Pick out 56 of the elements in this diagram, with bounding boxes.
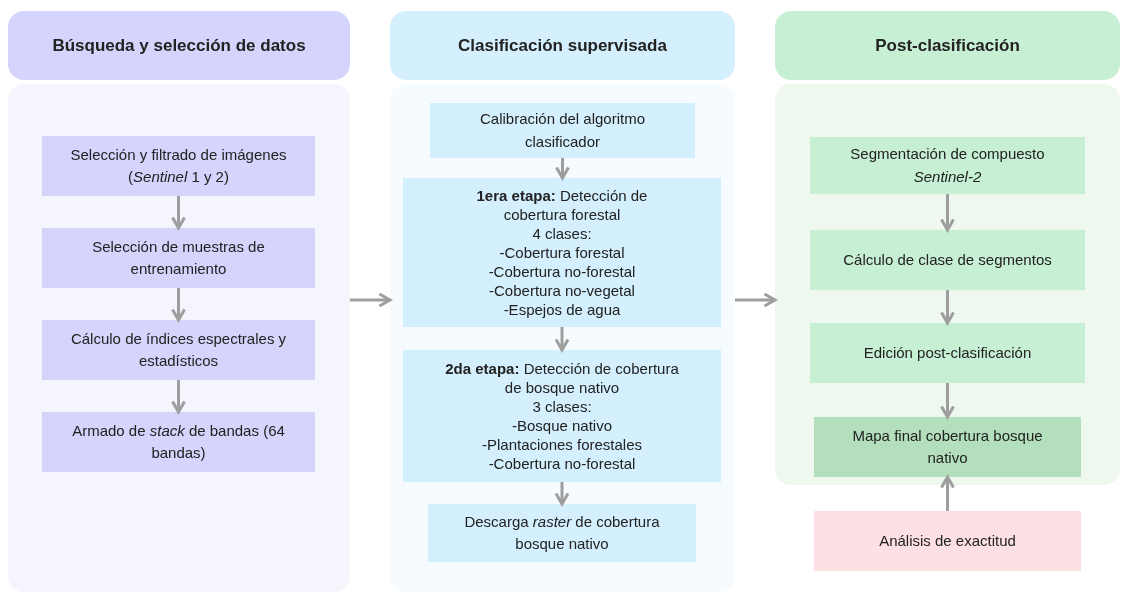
box-text: 4 clases: — [532, 224, 592, 243]
box-text: Cálculo de clase de segmentos — [843, 249, 1052, 270]
arrow — [171, 196, 186, 230]
arrow — [735, 292, 777, 308]
box-text: -Cobertura forestal — [499, 243, 625, 262]
arrow — [940, 383, 955, 419]
box-text: Armado de stack de bandas (64 bandas) — [71, 420, 286, 463]
stage-box — [403, 178, 721, 327]
panel-background — [390, 84, 735, 592]
arrow — [555, 158, 570, 180]
box-text: 1era etapa: Detección de cobertura forestal — [475, 186, 649, 224]
arrow — [940, 290, 955, 325]
result-box — [814, 417, 1081, 477]
box-text: Edición post-clasificación — [863, 342, 1032, 363]
box-text: Segmentación de compuesto Sentinel-2 — [849, 144, 1046, 187]
arrow — [350, 292, 392, 308]
box-text: Búsqueda y selección de datos — [52, 34, 306, 57]
stage-box — [403, 350, 721, 482]
process-box — [428, 504, 696, 562]
process-box — [42, 320, 315, 380]
arrow — [940, 194, 955, 232]
box-text: Calibración del algoritmo clasificador — [478, 109, 647, 152]
header-band — [775, 11, 1120, 80]
box-text: Post-clasificación — [875, 34, 1020, 57]
box-text: Análisis de exactitud — [879, 530, 1016, 551]
process-box — [810, 323, 1085, 383]
process-box — [42, 228, 315, 288]
arrow — [554, 327, 570, 352]
box-text: -Espejos de agua — [503, 300, 621, 319]
box-text: Mapa final cobertura bosque nativo — [851, 425, 1044, 468]
box-text: Descarga raster de cobertura bosque nativo — [463, 511, 661, 554]
arrow — [554, 482, 570, 506]
process-box — [810, 137, 1085, 194]
box-text: -Cobertura no-forestal — [488, 262, 636, 281]
process-box — [430, 103, 695, 158]
box-text: 2da etapa: Detección de cobertura de bosque nativo — [444, 359, 680, 397]
box-text: Cálculo de índices espectrales y estadísticos — [69, 328, 288, 371]
box-text: 3 clases: — [532, 397, 592, 416]
box-text: -Cobertura no-forestal — [488, 454, 636, 473]
box-text: Selección y filtrado de imágenes (Sentinel 1 y 2) — [69, 144, 288, 187]
arrow — [940, 475, 955, 511]
process-box — [814, 511, 1081, 571]
panel-background — [8, 84, 350, 592]
panel-background — [775, 84, 1120, 485]
arrow — [171, 288, 186, 322]
box-text: Selección de muestras de entrenamiento — [91, 236, 266, 279]
box-text: -Bosque nativo — [511, 416, 613, 435]
header-band — [8, 11, 350, 80]
arrow — [171, 380, 186, 414]
box-text: Clasificación supervisada — [458, 34, 667, 57]
header-band — [390, 11, 735, 80]
process-box — [42, 412, 315, 472]
process-box — [810, 230, 1085, 290]
box-text: -Cobertura no-vegetal — [489, 281, 635, 300]
process-box — [42, 136, 315, 196]
box-text: -Plantaciones forestales — [481, 435, 643, 454]
